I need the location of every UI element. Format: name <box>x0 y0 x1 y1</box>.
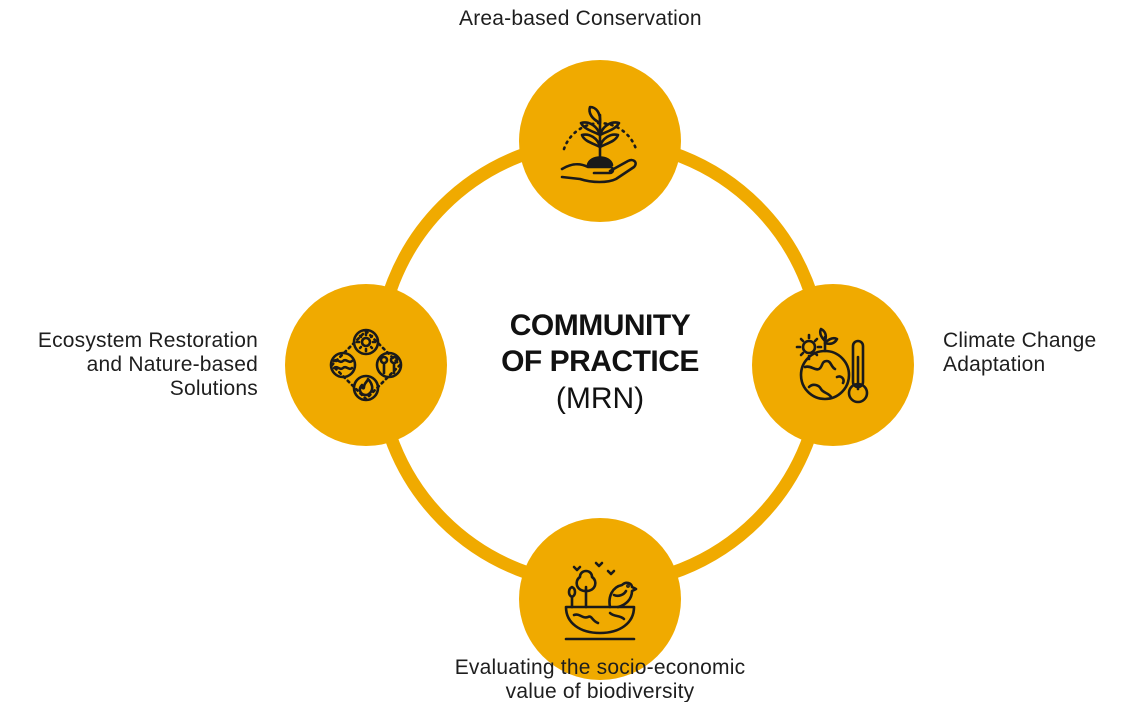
label-right-line-1: Climate Change <box>943 329 1097 352</box>
ecosystem-elements-icon <box>318 317 414 413</box>
biodiversity-bird-tree-earth-icon <box>552 551 648 647</box>
node-area-based-conservation <box>519 60 681 222</box>
label-right: Climate Change Adaptation <box>943 329 1096 377</box>
plant-in-hand-icon <box>552 93 648 189</box>
center-title-line-1: COMMUNITY <box>509 309 691 342</box>
label-bottom: Evaluating the socio-economic value of b… <box>420 656 780 702</box>
label-top-line-1: Area-based Conservation <box>459 7 702 30</box>
climate-earth-thermometer-icon <box>785 317 881 413</box>
center-subtitle: (MRN) <box>555 382 645 415</box>
label-left-line-2: and Nature-based <box>86 353 258 376</box>
label-bottom-line-2: value of biodiversity <box>505 680 695 702</box>
label-left: Ecosystem Restoration and Nature-based S… <box>0 329 258 401</box>
label-bottom-line-1: Evaluating the socio-economic <box>454 656 746 679</box>
center-title-line-2: OF PRACTICE <box>501 345 699 378</box>
node-biodiversity-value <box>519 518 681 680</box>
label-left-line-1: Ecosystem Restoration <box>37 329 258 352</box>
node-ecosystem-restoration <box>285 284 447 446</box>
label-top: Area-based Conservation <box>459 7 702 31</box>
node-climate-change-adaptation <box>752 284 914 446</box>
label-left-line-3: Solutions <box>169 377 258 400</box>
label-right-line-2: Adaptation <box>943 353 1046 376</box>
center-title: COMMUNITY OF PRACTICE <box>470 308 730 380</box>
